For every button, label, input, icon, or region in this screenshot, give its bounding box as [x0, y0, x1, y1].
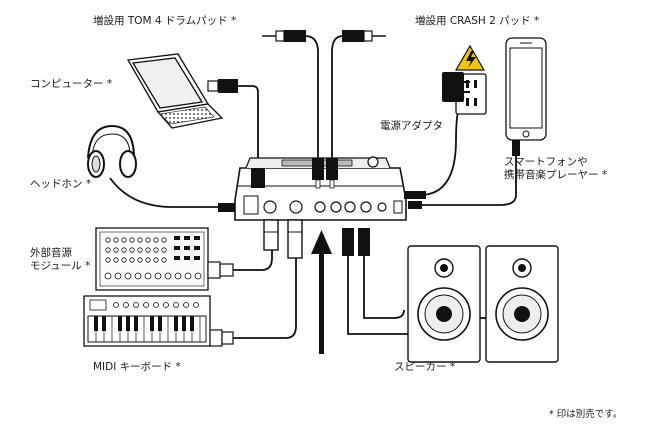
- external-module-label-line2: モジュール *: [30, 260, 91, 272]
- usb-plug: [207, 79, 238, 93]
- keyboard-midi-cable: [233, 258, 297, 339]
- smartphone-label-line1: スマートフォンや: [504, 156, 588, 168]
- module-midi-cable: [233, 250, 273, 271]
- power-adapter: [442, 72, 470, 102]
- external-module-label-line1: 外部音源: [30, 247, 72, 259]
- crash-pad-cable: [331, 35, 344, 158]
- crash-pad-label: 増設用 CRASH 2 パッド *: [415, 15, 540, 27]
- power-cable: [404, 95, 463, 196]
- speaker-cable-right: [363, 256, 405, 319]
- smartphone-label-line2: 携帯音楽プレーヤー *: [504, 169, 608, 181]
- tom-pad-plug: [262, 30, 306, 42]
- headphone-cable: [109, 177, 236, 208]
- power-adapter-label: 電源アダプタ: [380, 120, 443, 132]
- computer-label: コンピューター *: [30, 78, 113, 90]
- footnote: * 印は別売です。: [549, 409, 623, 420]
- drum-module: [234, 156, 426, 259]
- speaker-right: [485, 245, 559, 363]
- tom-pad-label: 増設用 TOM 4 ドラムパッド *: [93, 15, 237, 27]
- speaker-left: [407, 245, 481, 363]
- computer-laptop: [126, 53, 224, 129]
- midi-keyboard-label: MIDI キーボード *: [93, 361, 181, 373]
- rear-panel-arrow: [311, 230, 332, 354]
- usb-cable: [238, 85, 259, 168]
- midi-keyboard: [83, 295, 234, 347]
- tom-pad-cable: [304, 35, 319, 158]
- headphones-label: ヘッドホン *: [30, 178, 92, 190]
- smartphone-cable: [408, 155, 517, 206]
- external-sound-module: [95, 227, 234, 291]
- smartphone: [505, 37, 547, 156]
- crash-pad-plug: [342, 30, 386, 42]
- headphones: [87, 124, 137, 178]
- speakers-label: スピーカー *: [394, 361, 456, 373]
